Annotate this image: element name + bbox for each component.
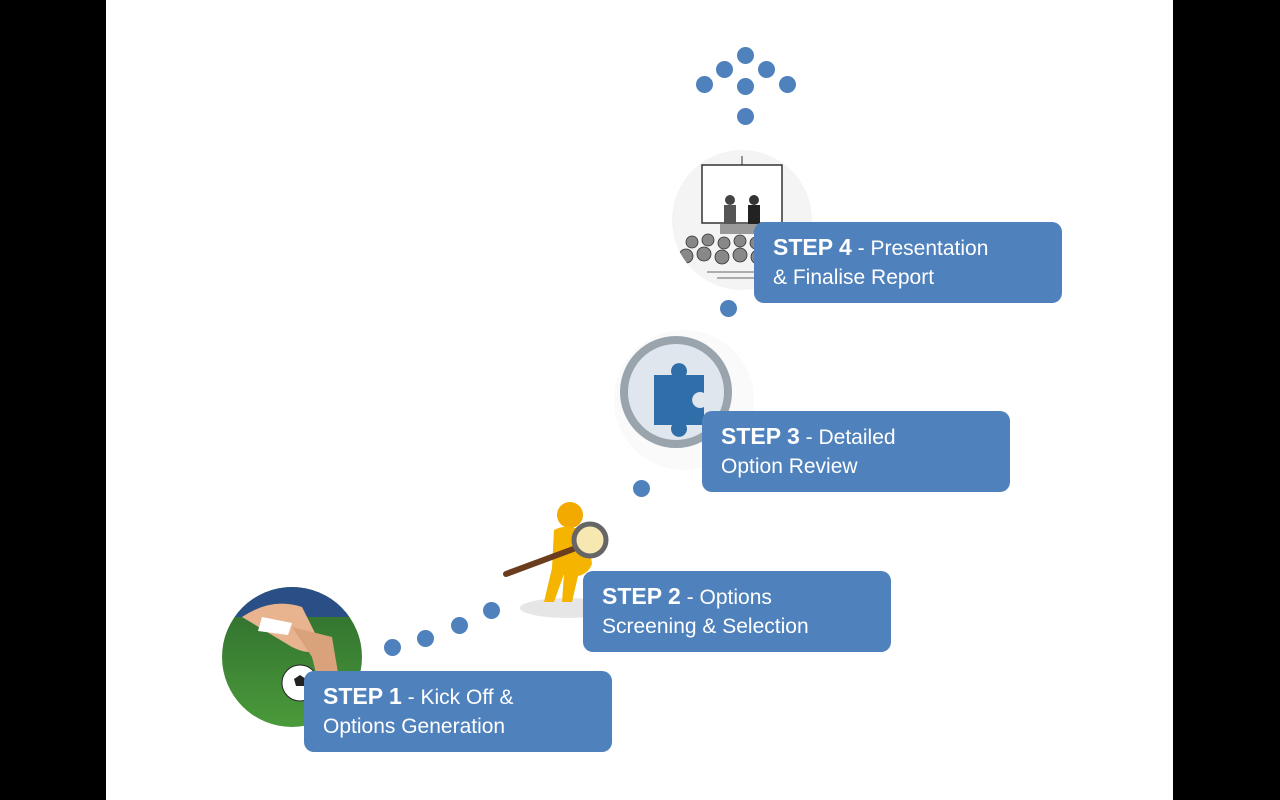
- step2-text-line2: Screening & Selection: [602, 615, 809, 638]
- slide: STEP 4 - Presentation & Finalise Report …: [106, 0, 1173, 800]
- step1-text-line2: Options Generation: [323, 715, 506, 738]
- step3-label-box: STEP 3 - Detailed Option Review: [702, 411, 1010, 492]
- step1-text-line1: - Kick Off &: [401, 686, 514, 709]
- step3-text-line1: - Detailed: [799, 426, 896, 449]
- step4-text-line2: & Finalise Report: [773, 266, 935, 289]
- step4-title: STEP 4: [773, 234, 852, 260]
- step1-label-box: STEP 1 - Kick Off & Options Generation: [304, 671, 612, 752]
- step3-title: STEP 3: [721, 423, 800, 449]
- step4-label-box: STEP 4 - Presentation & Finalise Report: [754, 222, 1062, 303]
- step4-text-line1: - Presentation: [851, 237, 989, 260]
- step2-label-box: STEP 2 - Options Screening & Selection: [583, 571, 891, 652]
- step1-title: STEP 1: [323, 683, 402, 709]
- step2-text-line1: - Options: [680, 586, 772, 609]
- step2-title: STEP 2: [602, 583, 681, 609]
- step3-text-line2: Option Review: [721, 455, 858, 478]
